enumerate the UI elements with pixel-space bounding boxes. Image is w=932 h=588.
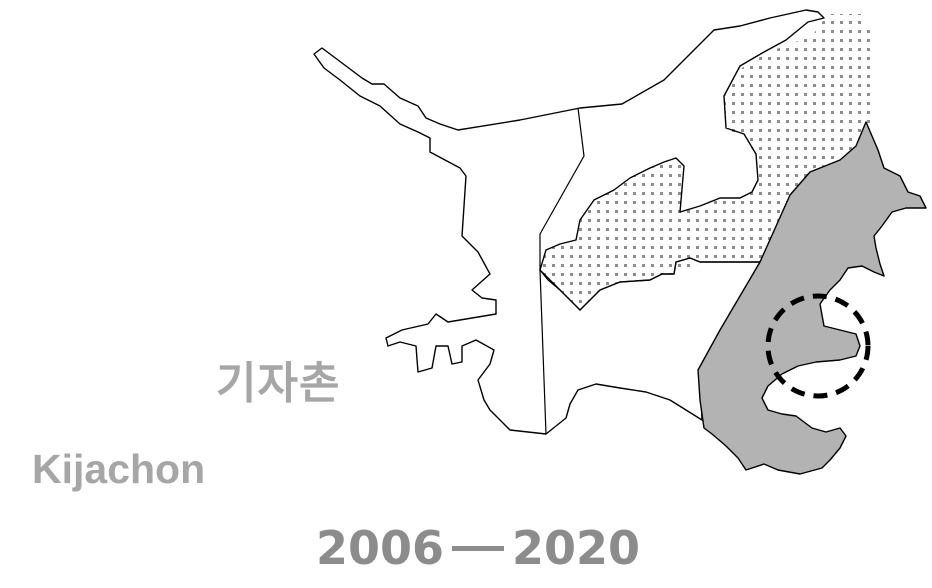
focus-circle [765,293,871,399]
dotted-region-outline [539,257,760,311]
district-name-english: Kijachon [32,446,206,492]
boundary-line-west [539,107,585,435]
year-start: 2006 [316,521,445,575]
highlighted-region [697,121,927,475]
dotted-region [540,14,870,310]
year-dash [452,545,505,551]
year-end: 2020 [512,521,641,575]
year-range: 2006 2020 [316,525,640,571]
district-name-korean: 기자촌 [216,358,341,409]
